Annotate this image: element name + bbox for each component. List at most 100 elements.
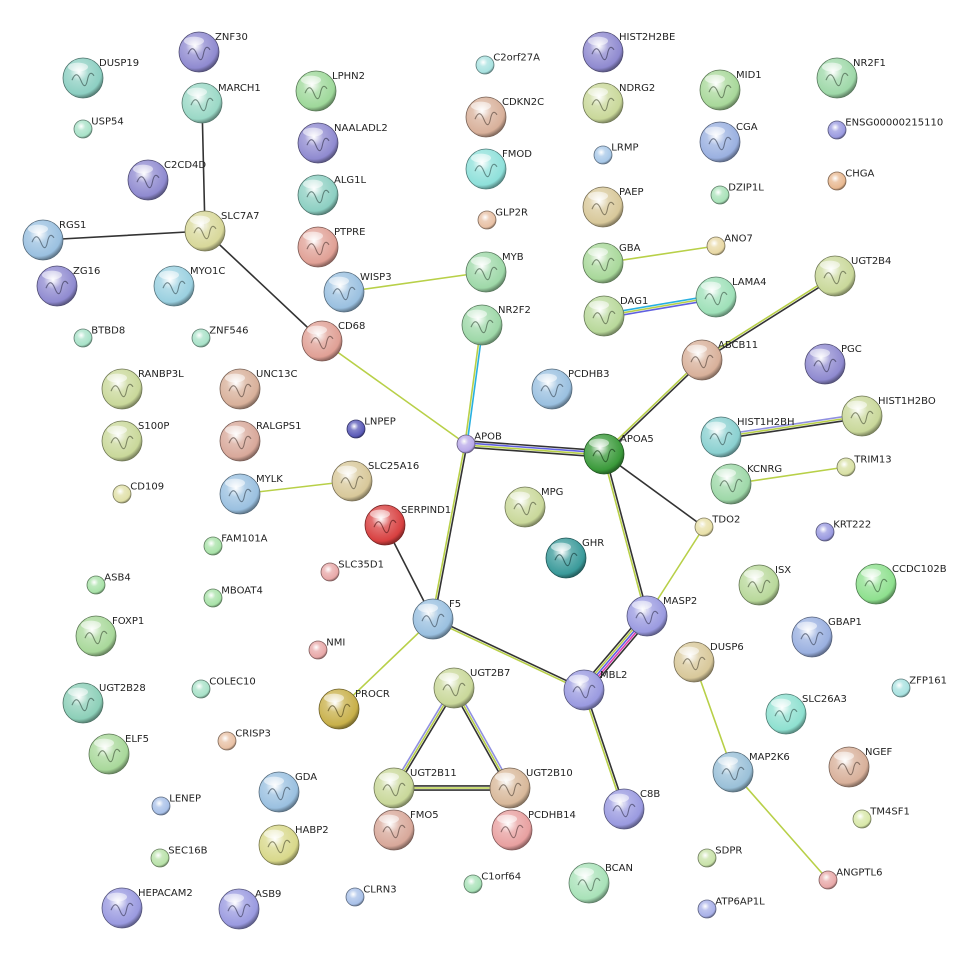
node-CHGA[interactable]: CHGA: [827, 169, 875, 191]
node-KRT222[interactable]: KRT222: [815, 520, 871, 542]
node-GLP2R[interactable]: GLP2R: [477, 208, 528, 230]
node-UGT2B7[interactable]: UGT2B7: [433, 667, 510, 709]
node-CDKN2C[interactable]: CDKN2C: [465, 96, 544, 138]
node-ALG1L[interactable]: ALG1L: [297, 174, 367, 216]
node-GBAP1[interactable]: GBAP1: [791, 616, 862, 658]
node-sphere[interactable]: [150, 848, 170, 868]
node-sphere[interactable]: [593, 145, 613, 165]
node-GHR[interactable]: GHR: [545, 537, 604, 579]
node-sphere[interactable]: [73, 328, 93, 348]
node-USP54[interactable]: USP54: [73, 117, 124, 139]
node-ANGPTL6[interactable]: ANGPTL6: [818, 868, 882, 890]
node-CRISP3[interactable]: CRISP3: [217, 729, 271, 751]
node-HABP2[interactable]: HABP2: [258, 824, 329, 866]
node-ZNF546[interactable]: ZNF546: [191, 326, 248, 348]
node-NMI[interactable]: NMI: [308, 638, 345, 660]
node-CGA[interactable]: CGA: [699, 121, 758, 163]
node-RANBP3L[interactable]: RANBP3L: [101, 368, 184, 410]
node-HIST2H2BE[interactable]: HIST2H2BE: [582, 31, 675, 73]
node-MBOAT4[interactable]: MBOAT4: [203, 586, 263, 608]
node-PAEP[interactable]: PAEP: [582, 186, 644, 228]
node-SEC16B[interactable]: SEC16B: [150, 846, 208, 868]
node-LPHN2[interactable]: LPHN2: [295, 70, 365, 112]
node-UGT2B4[interactable]: UGT2B4: [814, 255, 891, 297]
node-MYLK[interactable]: MYLK: [219, 473, 283, 515]
node-sphere[interactable]: [112, 484, 132, 504]
node-sphere[interactable]: [891, 678, 911, 698]
node-DUSP6[interactable]: DUSP6: [673, 641, 744, 683]
node-DZIP1L[interactable]: DZIP1L: [710, 183, 764, 205]
node-WISP3[interactable]: WISP3: [323, 271, 392, 313]
node-PCDHB14[interactable]: PCDHB14: [491, 809, 576, 851]
node-SDPR[interactable]: SDPR: [697, 846, 742, 868]
node-MYB[interactable]: MYB: [465, 251, 524, 293]
node-CLRN3[interactable]: CLRN3: [345, 885, 397, 907]
node-sphere[interactable]: [706, 236, 726, 256]
node-sphere[interactable]: [827, 171, 847, 191]
node-HIST1H2BO[interactable]: HIST1H2BO: [841, 395, 936, 437]
node-ABCB11[interactable]: ABCB11: [681, 339, 758, 381]
node-PTPRE[interactable]: PTPRE: [297, 226, 365, 268]
node-sphere[interactable]: [86, 575, 106, 595]
node-sphere[interactable]: [827, 120, 847, 140]
node-sphere[interactable]: [217, 731, 237, 751]
node-UGT2B10[interactable]: UGT2B10: [489, 767, 573, 809]
node-sphere[interactable]: [815, 522, 835, 542]
node-LENEP[interactable]: LENEP: [151, 794, 201, 816]
node-TM4SF1[interactable]: TM4SF1: [852, 807, 910, 829]
node-sphere[interactable]: [475, 55, 495, 75]
node-MAP2K6[interactable]: MAP2K6: [712, 751, 790, 793]
node-sphere[interactable]: [852, 809, 872, 829]
node-DAG1[interactable]: DAG1: [583, 295, 648, 337]
node-FMO5[interactable]: FMO5: [373, 809, 439, 851]
node-UGT2B28[interactable]: UGT2B28: [62, 682, 146, 724]
node-S100P[interactable]: S100P: [101, 420, 169, 462]
node-MPG[interactable]: MPG: [504, 486, 563, 528]
node-NAALADL2[interactable]: NAALADL2: [297, 122, 388, 164]
node-NR2F1[interactable]: NR2F1: [816, 57, 886, 99]
node-BCAN[interactable]: BCAN: [568, 862, 633, 904]
node-PROCR[interactable]: PROCR: [318, 688, 390, 730]
node-CD68[interactable]: CD68: [301, 320, 365, 362]
node-ANO7[interactable]: ANO7: [706, 234, 753, 256]
node-ENSG00000215110[interactable]: ENSG00000215110: [827, 118, 943, 140]
node-GBA[interactable]: GBA: [582, 242, 641, 284]
node-SLC7A7[interactable]: SLC7A7: [184, 210, 259, 252]
node-sphere[interactable]: [836, 457, 856, 477]
node-MBL2[interactable]: MBL2: [563, 669, 627, 711]
node-sphere[interactable]: [191, 328, 211, 348]
node-sphere[interactable]: [456, 434, 476, 454]
node-LNPEP[interactable]: LNPEP: [346, 417, 396, 439]
node-sphere[interactable]: [346, 419, 366, 439]
node-C1orf64[interactable]: C1orf64: [463, 872, 521, 894]
node-SLC35D1[interactable]: SLC35D1: [320, 560, 384, 582]
node-FAM101A[interactable]: FAM101A: [203, 534, 268, 556]
node-sphere[interactable]: [203, 588, 223, 608]
node-ASB4[interactable]: ASB4: [86, 573, 131, 595]
node-ZNF30[interactable]: ZNF30: [178, 31, 248, 73]
node-C2orf27A[interactable]: C2orf27A: [475, 53, 540, 75]
node-MARCH1[interactable]: MARCH1: [181, 82, 261, 124]
node-BTBD8[interactable]: BTBD8: [73, 326, 125, 348]
node-ZFP161[interactable]: ZFP161: [891, 676, 947, 698]
node-sphere[interactable]: [151, 796, 171, 816]
node-sphere[interactable]: [345, 887, 365, 907]
node-TRIM13[interactable]: TRIM13: [836, 455, 892, 477]
node-UNC13C[interactable]: UNC13C: [219, 368, 298, 410]
node-ZG16[interactable]: ZG16: [36, 265, 100, 307]
node-DUSP19[interactable]: DUSP19: [62, 57, 139, 99]
node-sphere[interactable]: [203, 536, 223, 556]
node-C8B[interactable]: C8B: [603, 788, 660, 830]
node-TDO2[interactable]: TDO2: [694, 515, 740, 537]
node-sphere[interactable]: [463, 874, 483, 894]
node-PCDHB3[interactable]: PCDHB3: [531, 368, 609, 410]
node-NR2F2[interactable]: NR2F2: [461, 304, 531, 346]
node-sphere[interactable]: [818, 870, 838, 890]
node-C2CD4D[interactable]: C2CD4D: [127, 159, 206, 201]
node-ELF5[interactable]: ELF5: [88, 733, 149, 775]
node-FOXP1[interactable]: FOXP1: [75, 615, 144, 657]
node-RALGPS1[interactable]: RALGPS1: [219, 420, 301, 462]
node-CD109[interactable]: CD109: [112, 482, 164, 504]
node-LAMA4[interactable]: LAMA4: [695, 276, 766, 318]
node-APOA5[interactable]: APOA5: [583, 433, 654, 475]
